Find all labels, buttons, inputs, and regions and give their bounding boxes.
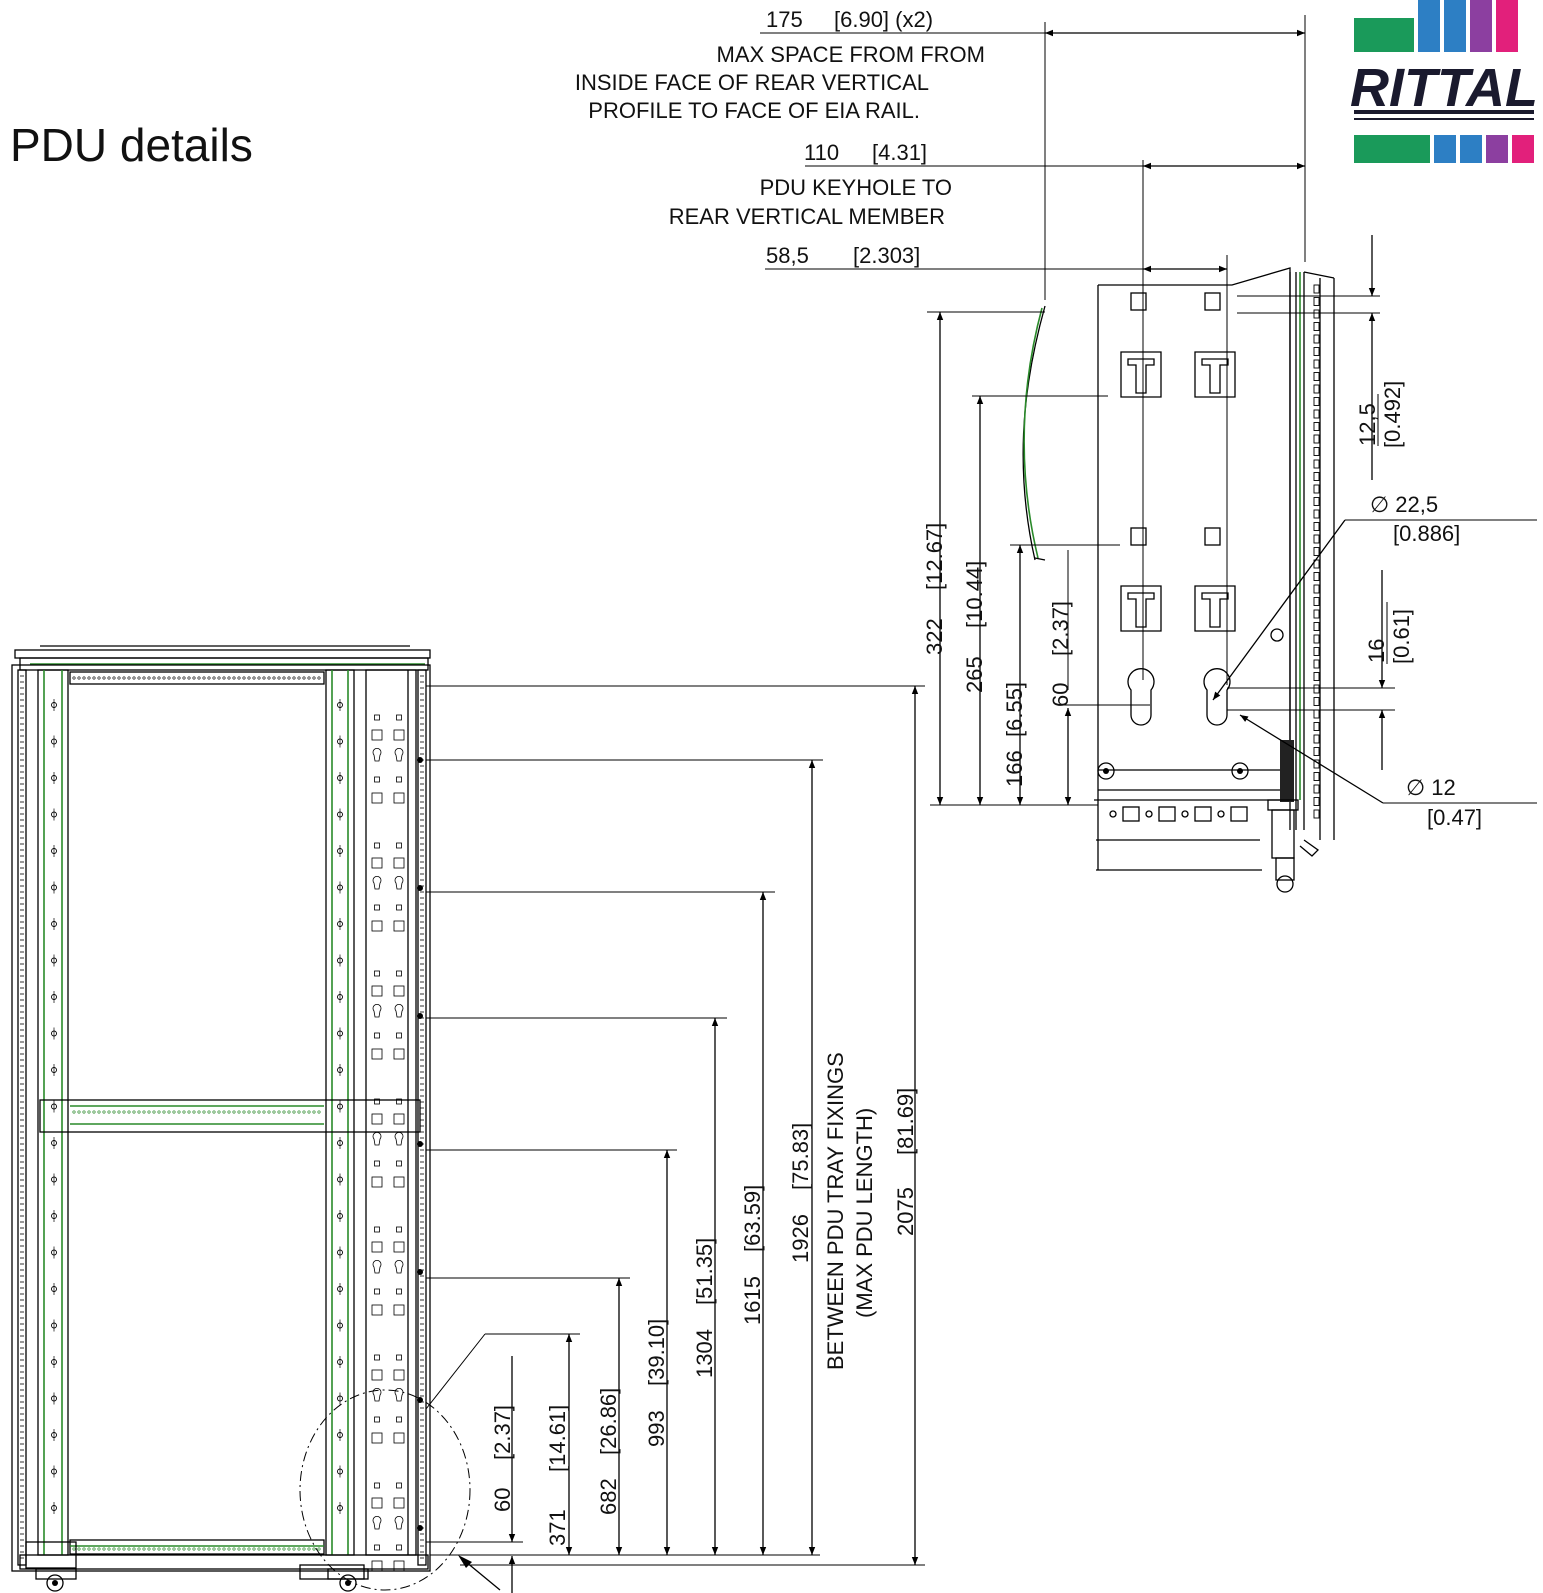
detail-dim-60: 60	[1048, 683, 1073, 707]
main-dim-682: 682	[596, 1478, 621, 1515]
pdu-note-2: (MAX PDU LENGTH)	[852, 1108, 877, 1318]
rittal-logo: RITTAL	[1350, 0, 1538, 163]
detail-dim-22-5: ∅ 22,5	[1370, 492, 1438, 517]
dim-110-inch: [4.31]	[872, 140, 927, 165]
dim-175-inch: [6.90] (x2)	[834, 7, 933, 32]
detail-dim-322-inch: [12.67]	[922, 523, 947, 590]
main-dim-993: 993	[644, 1410, 669, 1447]
detail-view: 322 [12.67] 265 [10.44] 166 [6.55] 60 [2…	[922, 235, 1537, 893]
detail-dim-265-inch: [10.44]	[962, 561, 987, 628]
dim-175-note-1: MAX SPACE FROM FROM	[717, 42, 986, 67]
main-dim-60-inch: [2.37]	[490, 1405, 515, 1460]
main-dim-371: 371	[545, 1509, 570, 1546]
rack-elevation	[11, 645, 471, 1592]
main-dim-1926: 1926	[788, 1214, 813, 1263]
main-dim-682-inch: [26.86]	[596, 1388, 621, 1455]
page-title: PDU details	[10, 119, 253, 171]
detail-dim-60-inch: [2.37]	[1048, 601, 1073, 656]
main-dim-993-inch: [39.10]	[644, 1319, 669, 1386]
main-dim-1926-inch: [75.83]	[788, 1123, 813, 1190]
detail-dim-12-inch: [0.47]	[1427, 805, 1482, 830]
main-dim-1615: 1615	[740, 1276, 765, 1325]
detail-dim-22-5-inch: [0.886]	[1393, 521, 1460, 546]
dim-58-inch: [2.303]	[853, 243, 920, 268]
dim-175-note-3: PROFILE TO FACE OF EIA RAIL.	[588, 98, 920, 123]
detail-dim-16-inch: [0.61]	[1389, 609, 1414, 664]
dim-175-note-2: INSIDE FACE OF REAR VERTICAL	[575, 70, 929, 95]
dim-110-value: 110	[804, 140, 839, 165]
dim-175-value: 175	[766, 7, 803, 32]
detail-dim-12: ∅ 12	[1406, 775, 1456, 800]
pdu-note-1: BETWEEN PDU TRAY FIXINGS	[823, 1052, 848, 1370]
main-dim-1304-inch: [51.35]	[692, 1238, 717, 1305]
main-dimensions: 60 [2.37] 371 [14.61] 682 [26.86] 993 [3…	[425, 685, 925, 1593]
detail-dim-265: 265	[962, 656, 987, 693]
main-dim-371-inch: [14.61]	[545, 1405, 570, 1472]
dim-110-note-1: PDU KEYHOLE TO	[760, 175, 952, 200]
detail-dim-322: 322	[922, 618, 947, 655]
brand-name: RITTAL	[1350, 58, 1538, 118]
main-dim-60: 60	[490, 1488, 515, 1512]
detail-dim-16: 16	[1364, 639, 1389, 663]
dim-58-value: 58,5	[766, 243, 809, 268]
dim-110-note-2: REAR VERTICAL MEMBER	[669, 204, 945, 229]
detail-dim-12-5: 12,5	[1355, 403, 1380, 446]
main-dim-1304: 1304	[692, 1329, 717, 1378]
main-dim-1615-inch: [63.59]	[740, 1185, 765, 1252]
main-dim-2075: 2075	[893, 1187, 918, 1236]
detail-dim-12-5-inch: [0.492]	[1380, 381, 1405, 448]
detail-dim-166: 166	[1002, 750, 1027, 787]
main-dim-2075-inch: [81.69]	[893, 1088, 918, 1155]
top-dimensions: 175 [6.90] (x2) MAX SPACE FROM FROM INSI…	[575, 7, 1306, 685]
detail-dim-166-inch: [6.55]	[1002, 682, 1027, 737]
